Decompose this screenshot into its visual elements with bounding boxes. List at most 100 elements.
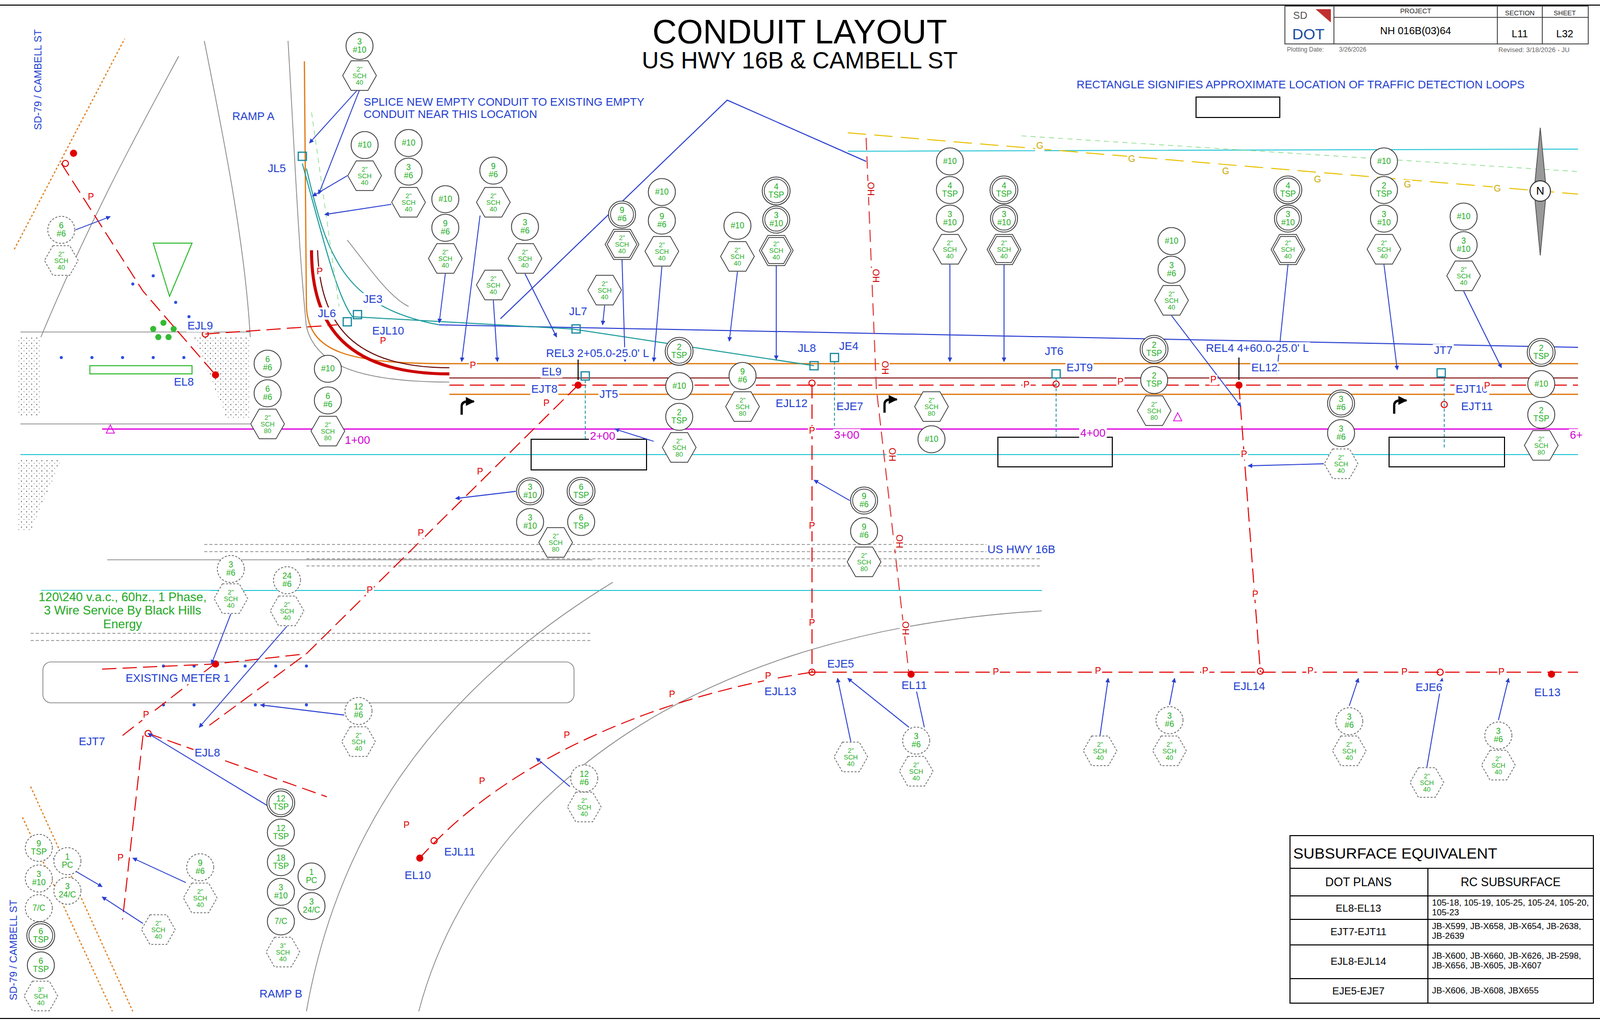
conduit-callout-hexagon: 2" SCH 40 <box>1446 260 1482 292</box>
conduit-callout-hexagon: 2" SCH 40 <box>1331 735 1367 767</box>
map-rect <box>1284 6 1589 44</box>
callout-text: 3 #10 <box>1281 210 1296 227</box>
junction-boxes <box>298 152 1446 380</box>
conduit-callout-hexagon: 2" SCH 40 <box>720 241 755 272</box>
conduit-callout-hexagon: 2" SCH 40 <box>566 791 602 823</box>
wire-callout-circle: 3 #6 <box>1484 721 1513 750</box>
callout-text: 2" SCH 40 <box>401 192 416 213</box>
callout-text: 2" SCH 40 <box>942 239 957 260</box>
map-rect <box>343 317 352 326</box>
table-cell: JB-X599, JB-X658, JB-X654, JB-2638, JB-2… <box>1430 921 1593 941</box>
power-line-tag: P <box>378 336 388 347</box>
map-rect <box>1196 97 1280 118</box>
map-circle <box>151 355 155 360</box>
power-line-tag: P <box>365 585 374 596</box>
map-path <box>536 757 570 787</box>
wire-callout-circle: 9 #6 <box>185 852 215 882</box>
hexagon-ring <box>1137 395 1172 426</box>
gas-line-tag: G <box>1127 154 1137 165</box>
wire-callout-circle: #10 <box>917 424 946 454</box>
callout-text: 2" SCH 40 <box>730 246 745 267</box>
wire-callout-circle: 9 #6 <box>479 156 508 185</box>
wire-callout-circle: #10 <box>664 371 694 401</box>
circle-ring <box>902 727 930 755</box>
circle-ring <box>724 212 752 240</box>
power-line-tag: P <box>1306 665 1315 677</box>
circle-ring <box>480 157 508 185</box>
conduit-callout-hexagon: 2" SCH 40 <box>427 243 463 274</box>
callout-text: 2 TSP <box>671 343 687 360</box>
circle-ring <box>762 206 791 234</box>
map-path <box>102 896 143 924</box>
callout-text: 3 #6 <box>1166 261 1177 278</box>
map-rect <box>809 361 819 370</box>
map-path <box>14 38 125 250</box>
callout-text: #10 <box>1377 157 1392 166</box>
circle-ring <box>273 566 301 594</box>
wire-callout-circle: #10 <box>935 147 965 176</box>
callout-text: 2" SCH 40 <box>438 248 452 269</box>
map-path <box>1315 9 1331 23</box>
map-circle <box>808 669 816 676</box>
circle-ring <box>1335 707 1364 735</box>
table-cell: EL8-EL13 <box>1334 902 1383 914</box>
hexagon-ring <box>833 742 868 772</box>
map-path <box>493 300 498 362</box>
callout-text: 9 #6 <box>737 367 748 385</box>
wire-callout-circle: 2 TSP <box>664 336 695 367</box>
wire-callout-circle: #10 <box>394 128 423 158</box>
map-path <box>1248 463 1324 466</box>
map-path <box>1349 678 1359 706</box>
callout-text: 3 #10 <box>943 210 958 227</box>
note-text: SPLICE NEW EMPTY CONDUIT TO EXISTING EMP… <box>362 96 651 121</box>
map-circle <box>243 664 247 668</box>
map-rect <box>1290 835 1594 1004</box>
hexagon-ring <box>759 235 794 266</box>
power-line-tag: P <box>807 520 817 532</box>
circle-ring <box>936 148 964 176</box>
callout-text: 3 #6 <box>1493 727 1503 744</box>
note-text: RAMP B <box>258 987 304 1000</box>
wire-callout-circle: 3 #10 <box>1369 204 1399 233</box>
title-block-text: 3/26/2026 <box>1338 46 1368 54</box>
map-path <box>1534 127 1547 256</box>
callout-text: 2" SCH 40 <box>279 601 294 622</box>
circle-ring <box>298 892 326 920</box>
title-block <box>1284 6 1589 44</box>
circle-inner-ring <box>1276 178 1301 203</box>
overhead-line-tag: OH <box>899 620 911 637</box>
map-path <box>1276 264 1288 374</box>
map-rect <box>581 371 590 380</box>
junction-label: EJL12 <box>774 397 809 410</box>
circle-ring <box>665 372 694 400</box>
wire-callout-circle: #10 <box>313 354 343 384</box>
circle-ring <box>395 129 423 157</box>
circle-ring <box>665 337 694 366</box>
subsurface-table <box>1290 835 1594 1004</box>
circle-ring <box>570 765 599 793</box>
callout-text: #10 <box>1534 379 1549 389</box>
circle-ring <box>267 908 295 936</box>
circle-ring <box>25 894 53 922</box>
station-label: 1+00 <box>343 434 372 447</box>
conduit-callout-hexagon: 2" SCH 40 <box>1154 284 1189 316</box>
map-path <box>949 264 951 362</box>
map-path <box>324 204 392 215</box>
power-line-tag: P <box>1497 666 1506 678</box>
hexagon-ring <box>24 981 58 1011</box>
wire-callout-circle: 12 #6 <box>344 696 373 726</box>
conduit-callout-hexagon: 2" SCH 40 <box>986 233 1022 266</box>
circle-ring <box>1158 256 1186 284</box>
map-path <box>312 175 348 197</box>
map-circle <box>131 282 135 286</box>
hexagon-ring <box>720 241 755 272</box>
callout-text: 2" SCH 40 <box>352 65 367 86</box>
islands <box>18 243 251 532</box>
callout-text: 2" SCH 80 <box>548 532 563 553</box>
junction-label: EJT8 <box>530 383 559 396</box>
map-path <box>148 733 270 807</box>
conduit-callout-hexagon: 2" SCH 40 <box>182 882 218 914</box>
hexagon-ring <box>914 391 949 422</box>
wire-callout-circle: 2 TSP <box>1526 400 1556 429</box>
